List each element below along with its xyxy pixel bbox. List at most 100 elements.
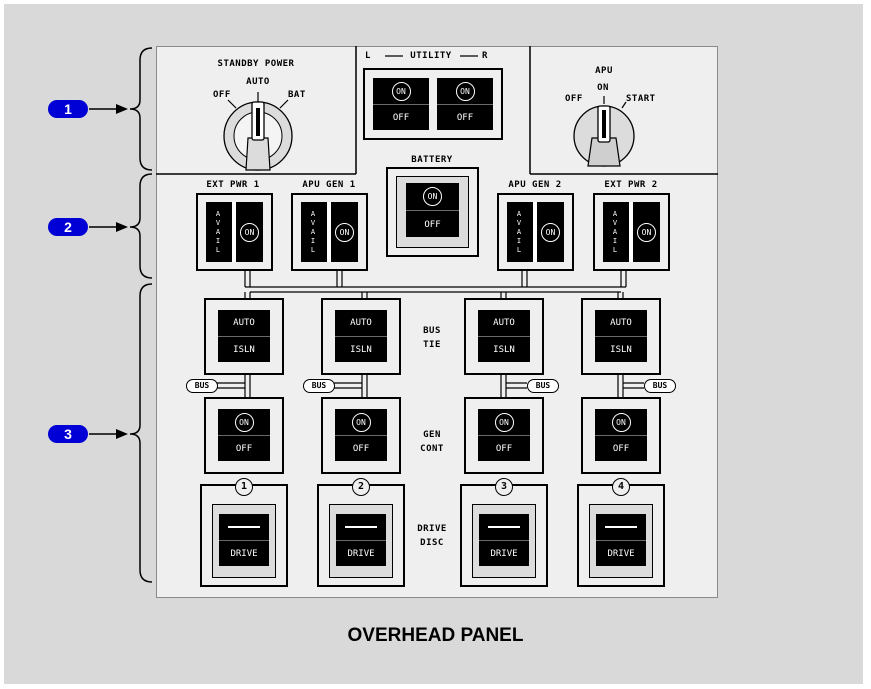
bus-button[interactable]: BUS <box>527 379 559 393</box>
avail-letter: V <box>215 218 221 227</box>
switch-divider <box>232 202 236 262</box>
drive-disc-label: DRIVE <box>607 549 635 559</box>
utility-right-off: OFF <box>456 113 474 123</box>
bus-tie-isln: ISLN <box>493 345 515 355</box>
battery-switch[interactable]: ON OFF <box>406 183 459 237</box>
source-label-apu-gen-1: APU GEN 1 <box>302 180 356 190</box>
utility-right-switch[interactable]: ON OFF <box>437 78 493 130</box>
drive-disc-switch[interactable]: DRIVE <box>219 514 269 566</box>
battery-title: BATTERY <box>411 155 453 165</box>
bus-button[interactable]: BUS <box>186 379 218 393</box>
standby-off-label: OFF <box>213 90 231 100</box>
apu-start-label: START <box>626 94 656 104</box>
avail-letter: A <box>215 227 221 236</box>
bus-tie-isln: ISLN <box>350 345 372 355</box>
gen-cont-label-1: GEN <box>423 430 441 440</box>
callout-2: 2 <box>48 218 88 236</box>
avail-letter: I <box>215 236 221 245</box>
avail-letter: I <box>612 236 618 245</box>
figure-caption: OVERHEAD PANEL <box>347 625 524 646</box>
drive-disc-bar <box>228 526 260 528</box>
apu-off-label: OFF <box>565 94 583 104</box>
avail-letter: L <box>516 245 522 254</box>
drive-disc-bar <box>345 526 377 528</box>
gen-cont-on: ON <box>234 412 254 432</box>
avail-letter: A <box>516 227 522 236</box>
apu-selector-knob[interactable] <box>566 94 642 170</box>
gen-cont-switch[interactable]: ON OFF <box>595 409 647 461</box>
utility-left-off: OFF <box>392 113 410 123</box>
standby-power-knob[interactable] <box>216 86 300 174</box>
battery-on: ON <box>423 187 442 206</box>
avail-letter: A <box>612 209 618 218</box>
avail-letter: I <box>516 236 522 245</box>
avail-letter: L <box>612 245 618 254</box>
callout-1: 1 <box>48 100 88 118</box>
source-on-light: ON <box>335 222 354 242</box>
drive-disc-switch[interactable]: DRIVE <box>596 514 646 566</box>
drive-disc-switch[interactable]: DRIVE <box>479 514 529 566</box>
bus-button[interactable]: BUS <box>644 379 676 393</box>
avail-letter: A <box>310 227 316 236</box>
gen-cont-label-2: CONT <box>420 444 444 454</box>
switch-divider <box>327 202 331 262</box>
drive-disc-label-1: DRIVE <box>417 524 447 534</box>
drive-disc-switch[interactable]: DRIVE <box>336 514 386 566</box>
utility-right-label: R <box>482 51 488 61</box>
avail-letter: V <box>310 218 316 227</box>
source-label-ext-pwr-2: EXT PWR 2 <box>604 180 658 190</box>
drive-disc-label: DRIVE <box>490 549 518 559</box>
switch-divider <box>533 202 537 262</box>
avail-letter: L <box>215 245 221 254</box>
bus-button[interactable]: BUS <box>303 379 335 393</box>
bus-tie-label-1: BUS <box>423 326 441 336</box>
avail-letter: V <box>516 218 522 227</box>
utility-left-switch[interactable]: ON OFF <box>373 78 429 130</box>
drive-disc-label-2: DISC <box>420 538 444 548</box>
gen-cont-on: ON <box>611 412 631 432</box>
gen-cont-off: OFF <box>352 444 370 454</box>
source-on-light: ON <box>541 222 560 242</box>
bus-tie-isln: ISLN <box>610 345 632 355</box>
channel-number: 2 <box>352 478 370 496</box>
bus-tie-auto: AUTO <box>233 318 255 328</box>
avail-letter: A <box>516 209 522 218</box>
gen-cont-off: OFF <box>612 444 630 454</box>
apu-on-label: ON <box>597 83 609 93</box>
avail-letter: L <box>310 245 316 254</box>
callout-3: 3 <box>48 425 88 443</box>
avail-letter: A <box>612 227 618 236</box>
utility-right-on: ON <box>455 81 475 101</box>
switch-divider <box>629 202 633 262</box>
